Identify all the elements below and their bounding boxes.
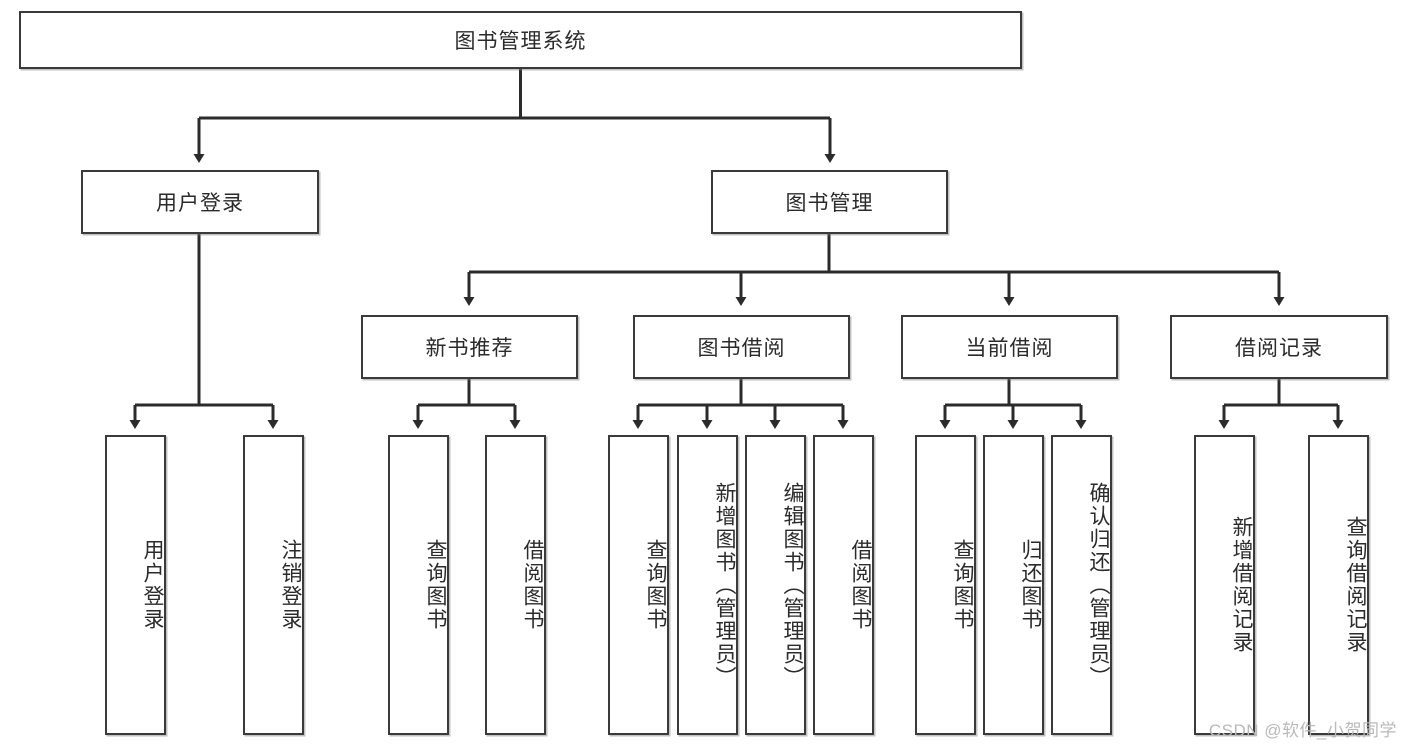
node-leaf-user-logout[interactable]: 注销登录 bbox=[243, 435, 304, 735]
node-label: 确认归还（管理员） bbox=[1087, 481, 1110, 689]
node-label: 查询借阅记录 bbox=[1344, 516, 1367, 654]
node-leaf-borrow-book-1[interactable]: 借阅图书 bbox=[485, 435, 546, 735]
node-label: 图书管理 bbox=[785, 192, 874, 215]
node-leaf-query-record[interactable]: 查询借阅记录 bbox=[1308, 435, 1369, 735]
node-leaf-confirm-return[interactable]: 确认归还（管理员） bbox=[1051, 435, 1112, 735]
node-leaf-add-book[interactable]: 新增图书（管理员） bbox=[677, 435, 738, 735]
node-label: 归还图书 bbox=[1019, 539, 1042, 631]
node-leaf-query-book-3[interactable]: 查询图书 bbox=[915, 435, 976, 735]
node-leaf-query-book-2[interactable]: 查询图书 bbox=[608, 435, 669, 735]
node-label: 借阅记录 bbox=[1235, 337, 1323, 360]
node-label: 查询图书 bbox=[644, 539, 667, 631]
node-label: 图书借阅 bbox=[697, 337, 786, 360]
node-leaf-edit-book[interactable]: 编辑图书（管理员） bbox=[745, 435, 806, 735]
node-current-borrow[interactable]: 当前借阅 bbox=[901, 315, 1118, 379]
node-label: 新增借阅记录 bbox=[1230, 516, 1253, 654]
node-label: 编辑图书（管理员） bbox=[781, 481, 804, 689]
node-borrow-record[interactable]: 借阅记录 bbox=[1170, 315, 1388, 379]
node-label: 查询图书 bbox=[951, 539, 974, 631]
watermark-text: CSDN @软件_小贺同学 bbox=[1208, 721, 1397, 740]
node-label: 查询图书 bbox=[424, 539, 447, 631]
node-leaf-return-book[interactable]: 归还图书 bbox=[983, 435, 1044, 735]
node-label: 新书推荐 bbox=[425, 337, 514, 360]
node-root-system[interactable]: 图书管理系统 bbox=[19, 11, 1022, 69]
node-label: 用户登录 bbox=[141, 539, 164, 631]
node-leaf-user-login[interactable]: 用户登录 bbox=[105, 435, 166, 735]
node-book-management[interactable]: 图书管理 bbox=[711, 170, 948, 234]
node-user-login[interactable]: 用户登录 bbox=[81, 170, 319, 234]
node-label: 用户登录 bbox=[156, 192, 244, 215]
node-new-book-recommend[interactable]: 新书推荐 bbox=[361, 315, 578, 379]
node-leaf-borrow-book-2[interactable]: 借阅图书 bbox=[813, 435, 874, 735]
node-label: 图书管理系统 bbox=[454, 30, 587, 53]
node-leaf-add-record[interactable]: 新增借阅记录 bbox=[1194, 435, 1255, 735]
node-label: 注销登录 bbox=[279, 539, 302, 631]
node-label: 借阅图书 bbox=[849, 539, 872, 631]
node-label: 借阅图书 bbox=[521, 539, 544, 631]
node-label: 当前借阅 bbox=[965, 337, 1054, 360]
node-leaf-query-book-1[interactable]: 查询图书 bbox=[388, 435, 449, 735]
node-label: 新增图书（管理员） bbox=[713, 481, 736, 689]
node-book-borrow[interactable]: 图书借阅 bbox=[633, 315, 850, 379]
